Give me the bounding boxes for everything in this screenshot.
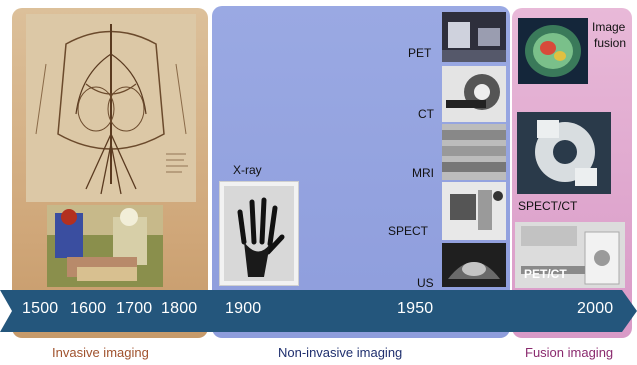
year-1900: 1900 <box>225 300 261 318</box>
ct-label: CT <box>418 107 434 121</box>
year-2000: 2000 <box>577 300 613 318</box>
ct-scanner-image <box>442 66 506 122</box>
image-fusion-label-line2: fusion <box>594 36 626 50</box>
spect-label: SPECT <box>388 224 428 238</box>
pet-scanner-image <box>442 12 506 62</box>
image-fusion-label-line1: Image <box>592 20 625 34</box>
year-1800: 1800 <box>161 300 197 318</box>
year-1950: 1950 <box>397 300 433 318</box>
mri-scanner-image <box>442 124 506 180</box>
anatomical-drawing-image <box>26 14 196 202</box>
non-invasive-imaging-caption: Non-invasive imaging <box>278 345 402 360</box>
pet-label: PET <box>408 46 431 60</box>
spect-ct-label: SPECT/CT <box>518 199 577 213</box>
xray-hand-image <box>219 181 299 286</box>
xray-label: X-ray <box>233 163 262 177</box>
surgery-painting-image <box>47 205 163 287</box>
ultrasound-image <box>442 243 506 287</box>
spect-scanner-image <box>442 182 506 240</box>
spect-ct-scanner-image <box>517 112 611 194</box>
year-1600: 1600 <box>70 300 106 318</box>
pet-ct-label: PET/CT <box>524 267 567 281</box>
us-label: US <box>417 276 434 290</box>
fusion-imaging-caption: Fusion imaging <box>525 345 613 360</box>
invasive-imaging-caption: Invasive imaging <box>52 345 149 360</box>
year-1500: 1500 <box>22 300 58 318</box>
fusion-brain-image <box>518 18 588 84</box>
year-1700: 1700 <box>116 300 152 318</box>
mri-label: MRI <box>412 166 434 180</box>
